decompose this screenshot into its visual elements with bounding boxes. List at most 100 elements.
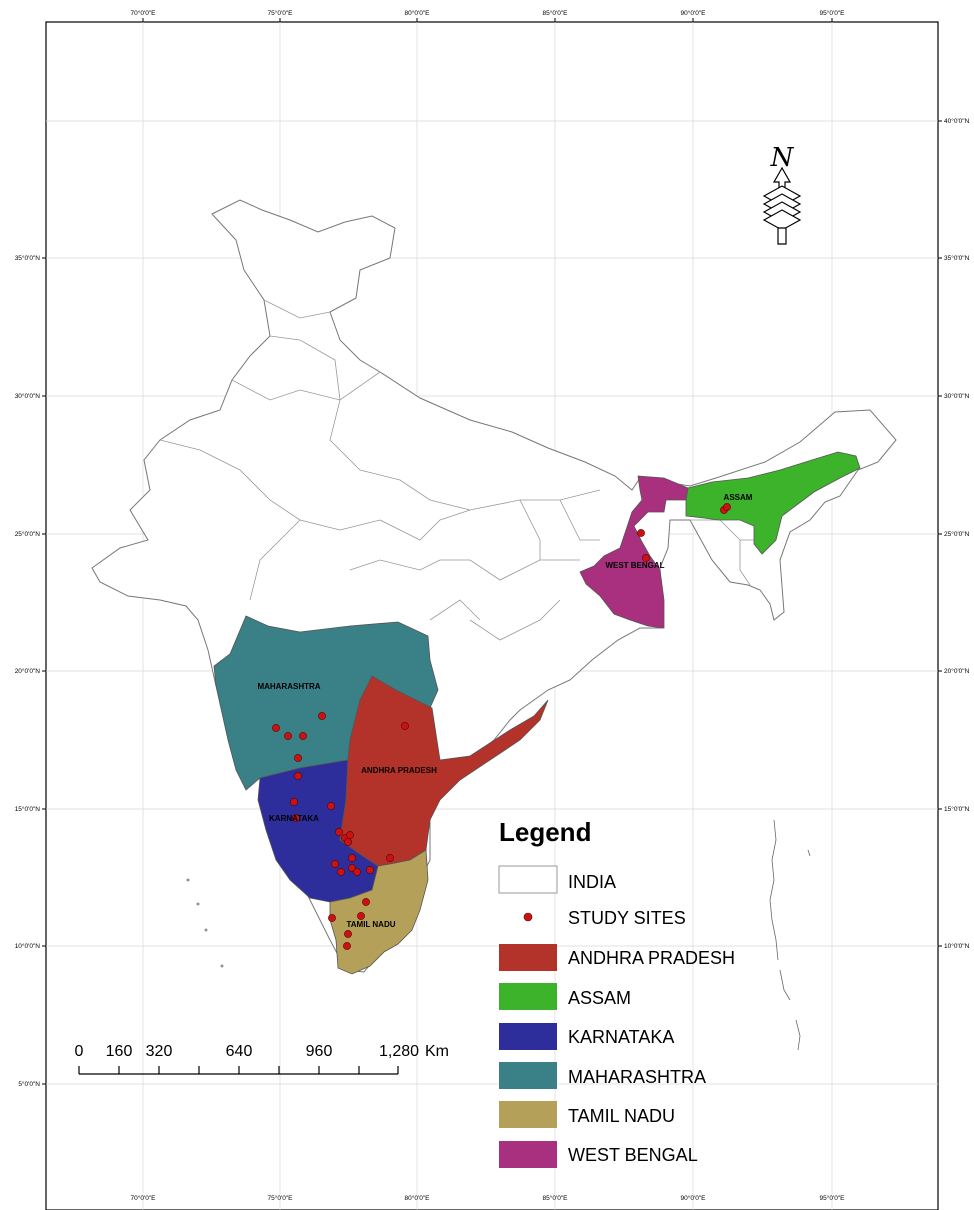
lat-tick-left: 15°0'0"N <box>15 805 41 813</box>
lat-tick-right: 25°0'0"N <box>944 530 970 538</box>
study-site <box>331 860 339 868</box>
legend-label-assam: ASSAM <box>568 988 631 1008</box>
lat-tick-right: 20°0'0"N <box>944 667 970 675</box>
scale-label: 320 <box>146 1043 173 1060</box>
lon-tick-top: 80°0'0"E <box>405 9 431 17</box>
scale-label: 0 <box>75 1043 84 1060</box>
lat-tick-left: 5°0'0"N <box>18 1080 40 1088</box>
study-site <box>272 724 280 732</box>
scale-label: 960 <box>306 1043 333 1060</box>
scale-label: 160 <box>106 1043 133 1060</box>
study-site <box>362 898 370 906</box>
longitude-labels-bottom: 70°0'0"E 75°0'0"E 80°0'0"E 85°0'0"E 90°0… <box>131 1194 846 1202</box>
label-tamil-nadu: TAMIL NADU <box>346 920 395 929</box>
scale-label: 640 <box>226 1043 253 1060</box>
study-site <box>357 912 365 920</box>
lat-tick-right: 35°0'0"N <box>944 254 970 262</box>
state-andhra-pradesh <box>339 675 549 867</box>
legend-swatch-assam <box>499 983 557 1010</box>
islands <box>186 819 811 1051</box>
legend-label-karnataka: KARNATAKA <box>568 1027 674 1047</box>
scale-bar: 0 160 320 640 960 1,280 Km <box>75 1043 449 1075</box>
lon-tick-bottom: 70°0'0"E <box>131 1194 157 1202</box>
study-site <box>294 754 302 762</box>
state-assam <box>685 451 861 555</box>
lat-tick-left: 30°0'0"N <box>15 392 41 400</box>
tick-marks <box>42 18 942 1085</box>
lon-tick-top: 95°0'0"E <box>820 9 846 17</box>
legend-swatch-tamil-nadu <box>499 1101 557 1128</box>
label-west-bengal: WEST BENGAL <box>605 561 664 570</box>
lon-tick-top: 70°0'0"E <box>131 9 157 17</box>
study-site <box>290 798 298 806</box>
legend-label-india: INDIA <box>568 872 616 892</box>
study-site <box>328 914 336 922</box>
legend-label-west-bengal: WEST BENGAL <box>568 1145 698 1165</box>
study-site <box>294 772 302 780</box>
legend-label-maharashtra: MAHARASHTRA <box>568 1067 706 1087</box>
label-maharashtra: MAHARASHTRA <box>257 682 320 691</box>
legend-swatch-maharashtra <box>499 1062 557 1089</box>
study-site <box>723 503 731 511</box>
study-site <box>642 554 650 562</box>
study-site <box>284 732 292 740</box>
legend-swatch-study-sites <box>523 912 533 922</box>
study-site <box>292 814 300 822</box>
lon-tick-bottom: 80°0'0"E <box>405 1194 431 1202</box>
lat-tick-right: 30°0'0"N <box>944 392 970 400</box>
study-site <box>327 802 335 810</box>
state-tamil-nadu <box>329 849 429 975</box>
study-site <box>366 866 374 874</box>
legend: Legend INDIA STUDY SITES ANDHRA PRADESH … <box>498 817 735 1168</box>
latitude-labels-left: 35°0'0"N 30°0'0"N 25°0'0"N 20°0'0"N 15°0… <box>15 254 41 1088</box>
legend-title: Legend <box>499 817 591 847</box>
legend-swatch-andhra-pradesh <box>499 944 557 971</box>
lat-tick-left: 20°0'0"N <box>15 667 41 675</box>
longitude-labels-top: 70°0'0"E 75°0'0"E 80°0'0"E 85°0'0"E 90°0… <box>131 9 846 17</box>
label-andhra-pradesh: ANDHRA PRADESH <box>361 766 437 775</box>
lat-tick-left: 10°0'0"N <box>15 942 41 950</box>
lat-tick-left: 25°0'0"N <box>15 530 41 538</box>
state-boundaries <box>159 299 760 641</box>
study-site <box>353 868 361 876</box>
study-sites <box>272 503 731 950</box>
legend-swatch-west-bengal <box>499 1141 557 1168</box>
lat-tick-right: 10°0'0"N <box>944 942 970 950</box>
study-site <box>637 529 645 537</box>
state-labels: MAHARASHTRA ANDHRA PRADESH KARNATAKA TAM… <box>257 493 752 929</box>
latitude-labels-right: 40°0'0"N 35°0'0"N 30°0'0"N 25°0'0"N 20°0… <box>944 117 970 950</box>
state-west-bengal <box>579 475 689 629</box>
legend-label-andhra-pradesh: ANDHRA PRADESH <box>568 948 735 968</box>
lon-tick-top: 75°0'0"E <box>268 9 294 17</box>
legend-swatch-india <box>498 865 558 894</box>
lat-tick-right: 40°0'0"N <box>944 117 970 125</box>
lon-tick-bottom: 85°0'0"E <box>543 1194 569 1202</box>
legend-label-study-sites: STUDY SITES <box>568 908 686 928</box>
study-site <box>401 722 409 730</box>
north-arrow-icon: N <box>762 143 802 245</box>
study-site <box>318 712 326 720</box>
lon-tick-bottom: 75°0'0"E <box>268 1194 294 1202</box>
study-site <box>346 831 354 839</box>
legend-label-tamil-nadu: TAMIL NADU <box>568 1106 675 1126</box>
study-site <box>344 930 352 938</box>
lat-tick-right: 15°0'0"N <box>944 805 970 813</box>
study-site <box>337 868 345 876</box>
lon-tick-bottom: 90°0'0"E <box>681 1194 707 1202</box>
label-assam: ASSAM <box>724 493 753 502</box>
study-site <box>335 828 343 836</box>
scale-unit: Km <box>425 1043 449 1060</box>
study-site <box>348 854 356 862</box>
study-site <box>299 732 307 740</box>
study-site <box>386 854 394 862</box>
lon-tick-bottom: 95°0'0"E <box>820 1194 846 1202</box>
scale-label: 1,280 <box>379 1043 419 1060</box>
study-site <box>343 942 351 950</box>
lon-tick-top: 90°0'0"E <box>681 9 707 17</box>
lat-tick-left: 35°0'0"N <box>15 254 41 262</box>
label-karnataka: KARNATAKA <box>269 814 319 823</box>
legend-swatch-karnataka <box>499 1023 557 1050</box>
study-site <box>344 838 352 846</box>
lon-tick-top: 85°0'0"E <box>543 9 569 17</box>
